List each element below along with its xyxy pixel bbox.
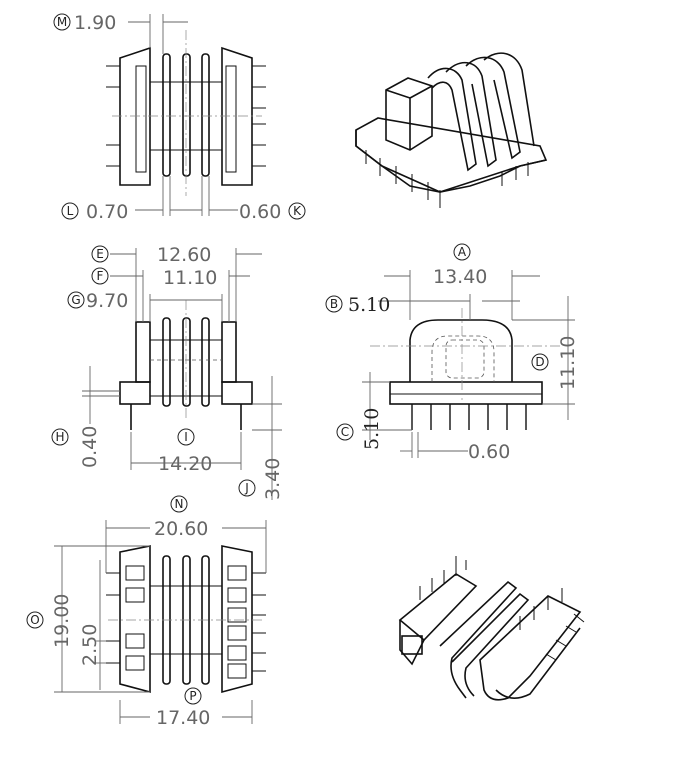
label-m: M — [57, 15, 67, 29]
dim-e: 12.60 — [157, 244, 211, 266]
dim-j: 3.40 — [262, 458, 284, 500]
iso-view-top — [355, 52, 548, 208]
dim-b: 5.10 — [348, 294, 390, 316]
label-k: K — [293, 204, 302, 218]
dimension-values: 1.90 0.70 0.60 12.60 11.10 9.70 0.40 14.… — [51, 12, 579, 729]
dim-o: 19.00 — [51, 594, 73, 648]
label-i: I — [184, 430, 188, 444]
dim-c2: 0.60 — [468, 441, 510, 463]
label-d: D — [535, 355, 544, 369]
label-h: H — [55, 430, 64, 444]
dim-p: 17.40 — [156, 707, 210, 729]
bottom-view — [54, 520, 267, 724]
dim-n: 20.60 — [154, 518, 208, 540]
label-f: F — [97, 269, 104, 283]
label-c: C — [341, 425, 349, 439]
label-l: L — [67, 204, 74, 218]
label-a: A — [458, 245, 467, 259]
label-markers: M L K E F G H I J A B C D N O P — [26, 13, 549, 705]
front-view — [82, 248, 282, 500]
dim-d: 11.10 — [557, 336, 579, 390]
label-g: G — [71, 293, 80, 307]
label-o: O — [30, 613, 39, 627]
dim-g: 9.70 — [86, 290, 128, 312]
iso-view-bottom — [398, 556, 585, 701]
label-e: E — [96, 247, 104, 261]
label-b: B — [330, 297, 338, 311]
label-n: N — [175, 497, 184, 511]
dim-o2: 2.50 — [79, 624, 101, 666]
dim-h: 0.40 — [79, 426, 101, 468]
dim-a: 13.40 — [433, 266, 487, 288]
dim-i: 14.20 — [158, 453, 212, 475]
top-view — [106, 14, 266, 216]
dim-c: 5.10 — [361, 408, 383, 450]
dim-k: 0.60 — [239, 201, 281, 223]
dim-m: 1.90 — [74, 12, 116, 34]
label-p: P — [189, 689, 196, 703]
label-j: J — [244, 481, 249, 495]
dim-f: 11.10 — [163, 267, 217, 289]
side-view — [362, 270, 575, 458]
dim-l: 0.70 — [86, 201, 128, 223]
